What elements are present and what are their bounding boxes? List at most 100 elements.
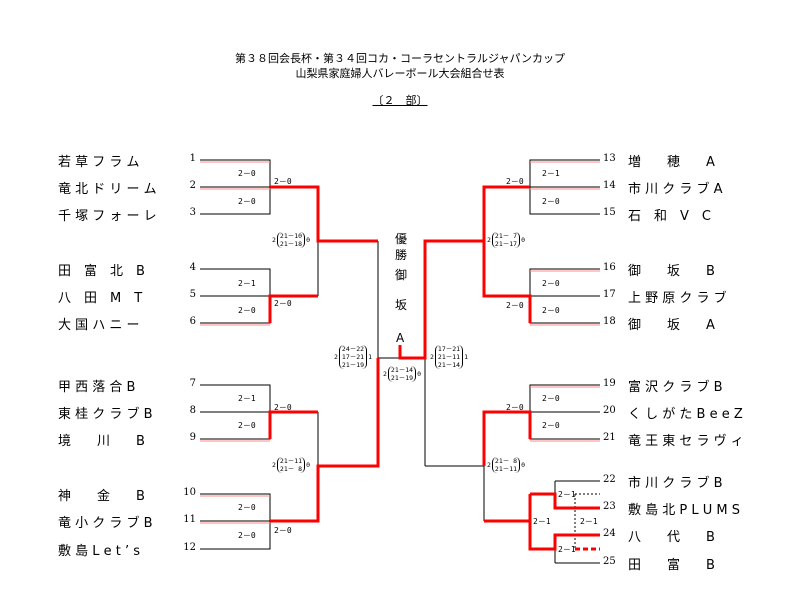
team-number: 12 — [183, 542, 196, 553]
match-score: 2－1 — [238, 279, 256, 288]
winner-path — [268, 185, 600, 551]
team-number: 20 — [603, 405, 616, 416]
sets-lost: 0 — [306, 461, 310, 469]
match-score: 2－0 — [274, 403, 292, 412]
match-score: 2－0 — [274, 526, 292, 535]
set-score: 21－ 7 — [494, 232, 518, 240]
match-score: 2－1 — [542, 169, 560, 178]
match-score: 2－0 — [238, 197, 256, 206]
team-name: 東 桂 ク ラ ブ B — [58, 407, 153, 422]
set-score: 21－18 — [279, 240, 303, 248]
team-name: 御 坂 A — [628, 318, 715, 333]
team-number: 5 — [189, 289, 196, 300]
team-number: 13 — [603, 153, 616, 164]
champion-label: 勝 — [395, 248, 408, 262]
team-number: 21 — [603, 432, 616, 443]
match-score: 2－0 — [506, 403, 524, 412]
team-number: 4 — [189, 262, 196, 273]
sets-won: 2 — [487, 461, 491, 469]
match-score: 2－0 — [506, 177, 524, 186]
match-score: 2－0 — [238, 306, 256, 315]
champion-team: 坂 — [395, 298, 408, 312]
sets-won: 2 — [487, 236, 491, 244]
set-score: 24－22 — [341, 345, 365, 353]
team-number: 25 — [603, 556, 616, 567]
set-score: 21－11 — [279, 457, 303, 465]
team-number: 6 — [189, 316, 196, 327]
team-name: 甲 西 落 合 B — [58, 380, 136, 395]
team-number: 18 — [603, 316, 616, 327]
match-score: 2－0 — [274, 299, 292, 308]
set-score: 21－ 8 — [279, 465, 303, 473]
team-number: 2 — [189, 180, 196, 191]
title-line-1: 第３８回会長杯・第３４回コカ・コーラセントラルジャパンカップ — [235, 52, 565, 65]
team-name: 上 野 原 ク ラ ブ — [628, 291, 727, 306]
set-score: 21－ 8 — [494, 457, 518, 465]
title-line-2: 山梨県家庭婦人バレーボール大会組合せ表 — [295, 67, 505, 80]
team-number: 1 — [189, 153, 196, 164]
team-number: 10 — [183, 487, 196, 498]
set-score: 21－14 — [437, 361, 461, 369]
sets-lost: 0 — [521, 236, 525, 244]
team-number: 9 — [189, 432, 196, 443]
team-name: 境 川 B — [58, 434, 145, 449]
sets-lost: 0 — [417, 370, 421, 378]
team-number: 15 — [603, 207, 616, 218]
set-score: 17－21 — [341, 353, 365, 361]
team-name: く し が た B e e Z — [628, 407, 743, 422]
team-name: 千 塚 フ ォ ー レ — [58, 209, 157, 224]
team-number: 19 — [603, 378, 616, 389]
match-score: 2－0 — [238, 503, 256, 512]
team-name: 敷 島 北 P L U M S — [628, 503, 740, 518]
team-name: 竜 王 東 セ ラ ヴ ィ — [628, 434, 744, 449]
team-name: 市 川 ク ラ ブ A — [628, 182, 723, 197]
champion-label: 優 — [395, 232, 408, 246]
team-name: 竜 小 ク ラ ブ B — [58, 516, 153, 531]
set-score: 21－19 — [341, 361, 365, 369]
match-score: 2－0 — [542, 306, 560, 315]
team-name: 田 富 北 B — [58, 264, 145, 279]
team-name: 神 金 B — [58, 489, 145, 504]
match-score: 2－0 — [542, 197, 560, 206]
set-score: 21－10 — [279, 232, 303, 240]
team-name: 増 穂 A — [628, 155, 715, 170]
match-score: 2－0 — [238, 531, 256, 540]
division-label: 〔２ 部〕 — [372, 94, 428, 107]
team-name: 田 富 B — [628, 558, 715, 573]
team-name: 八 代 B — [628, 530, 715, 545]
set-score: 21－19 — [390, 374, 414, 382]
team-name: 八 田 M T — [58, 291, 143, 306]
match-score: 2－0 — [506, 301, 524, 310]
match-score: 2－0 — [274, 177, 292, 186]
team-number: 3 — [189, 207, 196, 218]
match-score: 2－0 — [238, 421, 256, 430]
sets-lost: 0 — [306, 236, 310, 244]
team-number: 11 — [183, 514, 196, 525]
team-number: 8 — [189, 405, 196, 416]
set-score: 21－14 — [390, 366, 414, 374]
match-score: 2－1 — [558, 490, 576, 499]
team-name: 石 和 V C — [628, 209, 711, 224]
team-name: 御 坂 B — [628, 264, 715, 279]
team-name: 敷 島 L e t ’ s — [58, 544, 141, 559]
champion-suffix: A — [396, 331, 405, 345]
sets-won: 2 — [272, 461, 276, 469]
sets-won: 2 — [430, 353, 434, 361]
match-score: 2－1 — [238, 394, 256, 403]
team-name: 大 国 ハ ニ ー — [58, 318, 140, 333]
team-number: 14 — [603, 180, 616, 191]
team-name: 富 沢 ク ラ ブ B — [628, 380, 723, 395]
